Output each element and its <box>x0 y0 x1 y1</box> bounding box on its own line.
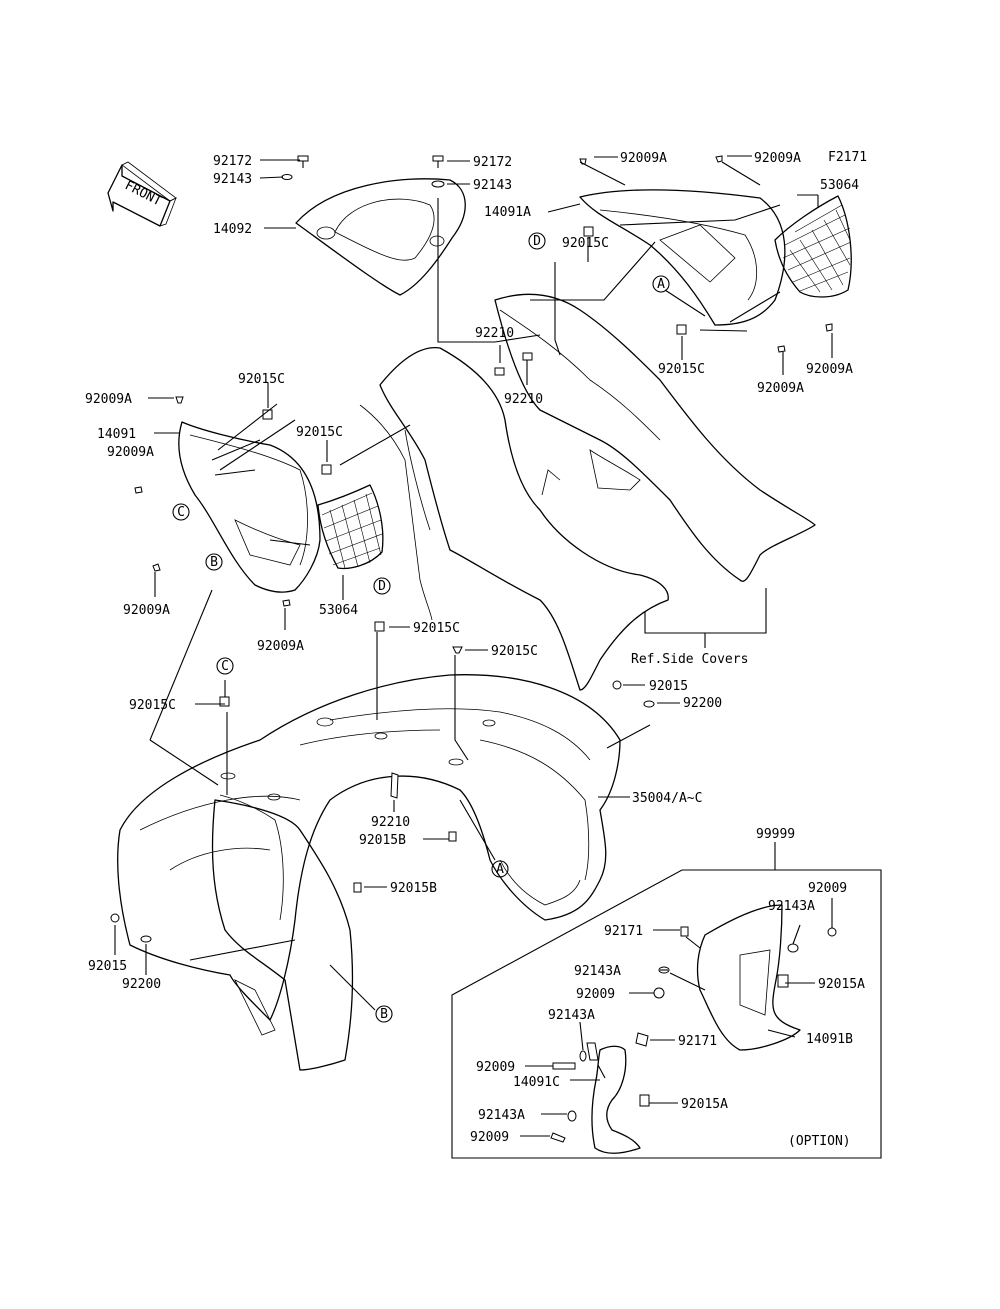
callout-92009A: 92009A <box>757 381 804 396</box>
assembly-guide-lines <box>149 198 781 1079</box>
washer-92143-left <box>281 174 293 180</box>
grille-53064-left <box>317 484 384 570</box>
callout-92009A: 92009A <box>107 445 154 460</box>
callout-14091: 14091 <box>97 427 136 442</box>
marker-A-upper: A <box>652 275 670 293</box>
callout-92009: 92009 <box>576 987 615 1002</box>
callout-92210: 92210 <box>475 326 514 341</box>
callout-92172: 92172 <box>213 154 252 169</box>
svg-text:A: A <box>657 277 665 292</box>
part-14091B-option-panel <box>696 904 801 1051</box>
callout-14091B: 14091B <box>806 1032 853 1047</box>
marker-D-upper: D <box>528 232 546 250</box>
callout-14092: 14092 <box>213 222 252 237</box>
clip-92015B-left <box>353 882 362 893</box>
callout-92009: 92009 <box>470 1130 509 1145</box>
option-note: (OPTION) <box>788 1134 851 1149</box>
option-kit-box: 99999 (OPTION) <box>451 827 882 1159</box>
clip-92015B-right <box>448 831 457 842</box>
svg-text:B: B <box>210 555 218 570</box>
callout-14091A: 14091A <box>484 205 531 220</box>
callout-92009A: 92009A <box>754 151 801 166</box>
marker-C-upper: C <box>172 503 190 521</box>
callout-92015C: 92015C <box>491 644 538 659</box>
clip-92210-fender <box>390 772 399 799</box>
callout-92200: 92200 <box>122 977 161 992</box>
callout-labels: 92172 92143 14092 92172 92143 92009A 920… <box>85 151 865 1145</box>
part-14091C-option-panel <box>591 1045 650 1154</box>
callout-92015C: 92015C <box>562 236 609 251</box>
callout-92143A: 92143A <box>574 964 621 979</box>
callout-92143A: 92143A <box>548 1008 595 1023</box>
clip-92210-lower <box>522 352 533 361</box>
callout-92171: 92171 <box>678 1034 717 1049</box>
option-box-number: 99999 <box>756 827 795 842</box>
hardware-92172-right <box>432 155 444 168</box>
callout-92015C: 92015C <box>129 698 176 713</box>
part-14091A-panel <box>579 189 786 326</box>
front-direction-arrow: FRONT <box>107 161 177 227</box>
callout-92143: 92143 <box>213 172 252 187</box>
callout-92200: 92200 <box>683 696 722 711</box>
clip-92210-upper <box>494 367 505 376</box>
callout-92009A: 92009A <box>85 392 132 407</box>
callout-92009: 92009 <box>476 1060 515 1075</box>
callout-92015C: 92015C <box>413 621 460 636</box>
marker-A-lower: A <box>491 860 509 878</box>
callout-92015B: 92015B <box>359 833 406 848</box>
leader-lines <box>114 155 833 1137</box>
callout-92009: 92009 <box>808 881 847 896</box>
callout-53064: 53064 <box>820 178 859 193</box>
part-14092-cover <box>295 178 466 296</box>
marker-D-lower: D <box>373 577 391 595</box>
marker-B-lower: B <box>375 1005 393 1023</box>
svg-text:B: B <box>380 1007 388 1022</box>
loose-hardware <box>110 155 833 943</box>
side-cover-body <box>359 293 816 691</box>
marker-C-lower: C <box>216 657 234 675</box>
callout-14091C: 14091C <box>513 1075 560 1090</box>
diagram-code: F2171 <box>828 150 867 165</box>
callout-92009A: 92009A <box>257 639 304 654</box>
callout-92015: 92015 <box>88 959 127 974</box>
callout-92015C: 92015C <box>296 425 343 440</box>
ref-side-covers-note: Ref.Side Covers <box>631 652 748 667</box>
hardware-92172-left <box>297 155 309 168</box>
callout-92009A: 92009A <box>620 151 667 166</box>
callout-92015: 92015 <box>649 679 688 694</box>
fender-35004 <box>117 674 621 1071</box>
callout-92143A: 92143A <box>768 899 815 914</box>
svg-text:C: C <box>177 505 185 520</box>
marker-B-upper: B <box>205 553 223 571</box>
callout-92171: 92171 <box>604 924 643 939</box>
callout-92009A: 92009A <box>806 362 853 377</box>
callout-92015B: 92015B <box>390 881 437 896</box>
front-arrow-text: FRONT <box>122 178 164 209</box>
part-14091-panel <box>178 421 321 593</box>
svg-text:C: C <box>221 659 229 674</box>
callout-53064: 53064 <box>319 603 358 618</box>
svg-text:D: D <box>533 234 541 249</box>
callout-92143A: 92143A <box>478 1108 525 1123</box>
callout-92172: 92172 <box>473 155 512 170</box>
callout-92210: 92210 <box>504 392 543 407</box>
reference-markers: D A C B D C A B <box>172 232 670 1023</box>
callout-92009A: 92009A <box>123 603 170 618</box>
callout-92015C: 92015C <box>658 362 705 377</box>
callout-92143: 92143 <box>473 178 512 193</box>
callout-35004: 35004/A~C <box>632 791 702 806</box>
callout-92015A: 92015A <box>818 977 865 992</box>
callout-92210: 92210 <box>371 815 410 830</box>
svg-text:A: A <box>496 862 504 877</box>
svg-text:D: D <box>378 579 386 594</box>
grille-53064-right <box>774 195 852 298</box>
callout-92015C: 92015C <box>238 372 285 387</box>
callout-92015A: 92015A <box>681 1097 728 1112</box>
washer-92143-right <box>431 180 445 188</box>
